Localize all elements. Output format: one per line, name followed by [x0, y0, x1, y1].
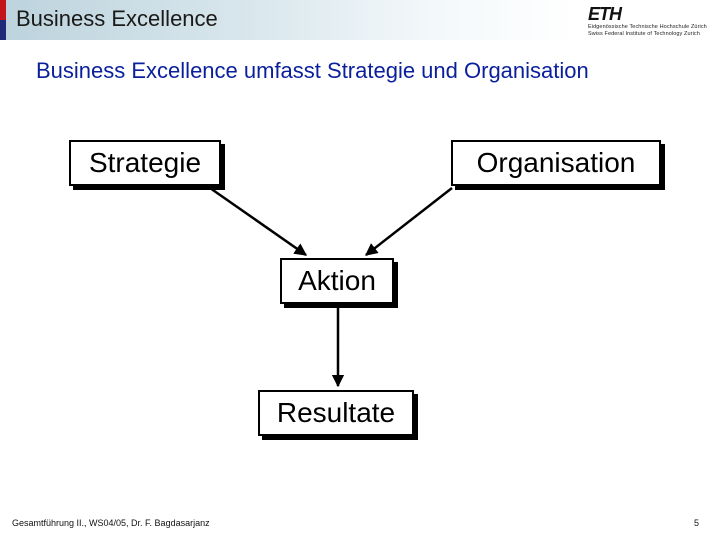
page-number: 5: [694, 518, 700, 528]
node-aktion: Aktion: [280, 258, 394, 304]
arrow-strategie-to-aktion: [209, 186, 308, 257]
node-strategie: Strategie: [69, 140, 221, 186]
eth-logo-line-2: Swiss Federal Institute of Technology Zu…: [588, 31, 700, 37]
node-organisation: Organisation: [451, 140, 661, 186]
slide-title: Business Excellence umfasst Strategie un…: [36, 58, 589, 83]
eth-logo: ETH Eidgenössische Technische Hochschule…: [588, 4, 712, 38]
eth-logo-mark: ETH: [588, 4, 622, 24]
header-bar: Business Excellence ETH Eidgenössische T…: [0, 0, 720, 40]
footer-course-info: Gesamtführung II., WS04/05, Dr. F. Bagda…: [12, 518, 210, 528]
header-accent-stripe: [0, 0, 6, 40]
node-resultate: Resultate: [258, 390, 414, 436]
header-title: Business Excellence: [16, 6, 218, 31]
arrow-organisation-to-aktion: [365, 187, 453, 256]
eth-logo-line-1: Eidgenössische Technische Hochschule Zür…: [588, 24, 707, 30]
